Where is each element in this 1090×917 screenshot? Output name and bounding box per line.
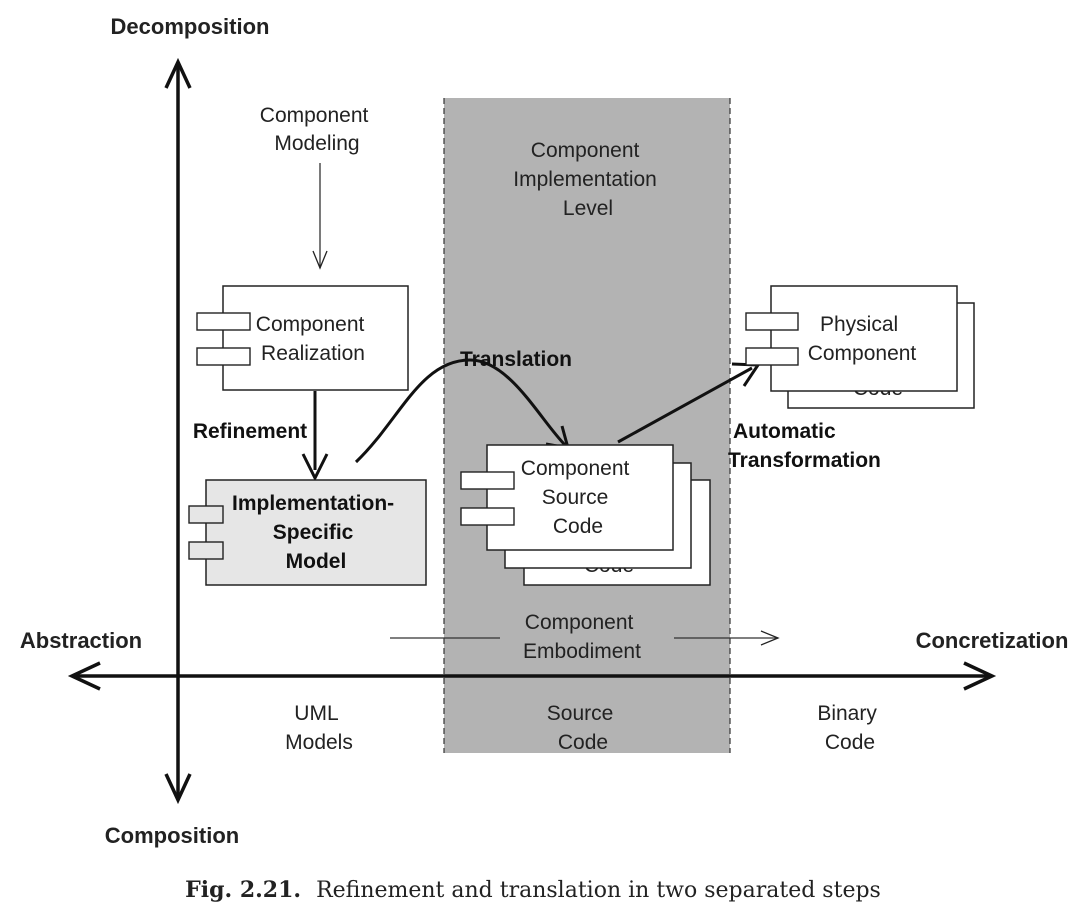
- component-realization-box: Component Realization: [196, 285, 409, 391]
- level-label: Component Implementation Level: [513, 139, 662, 220]
- caption-text: Refinement and translation in two separa…: [316, 878, 881, 903]
- port-icon: [460, 507, 515, 526]
- port-icon: [196, 312, 251, 331]
- refinement-label: Refinement: [193, 420, 307, 443]
- svg-text:Component Realization: Component Realization: [256, 313, 370, 365]
- column-label-source: Source Code: [547, 702, 619, 754]
- source-code-region: [444, 98, 730, 753]
- axis-label-abstraction: Abstraction: [20, 628, 142, 653]
- axis-label-decomposition: Decomposition: [111, 14, 270, 39]
- realization-label-line1: Component: [256, 313, 365, 336]
- svg-text:Implementation- Specific: Implementation- Specific Model: [232, 492, 400, 573]
- impl-model-line2: Specific: [273, 521, 354, 544]
- automatic-transformation-arrow: [617, 366, 753, 444]
- svg-text:Component Source C: Component Source Code: [521, 457, 635, 538]
- port-icon: [745, 312, 799, 331]
- source-code-line3: Code: [553, 515, 603, 538]
- svg-text:Physical Component: Physical Component: [808, 313, 917, 365]
- refinement-arrowhead: [301, 453, 329, 482]
- caption-prefix: Fig. 2.21.: [185, 877, 301, 903]
- column-label-uml: UML Models: [285, 702, 353, 754]
- automatic-transformation-label: Automatic Transformation: [728, 420, 881, 472]
- realization-label-line2: Realization: [261, 342, 365, 365]
- column-label-binary: Binary Code: [817, 702, 882, 754]
- modeling-label: Component Modeling: [260, 104, 374, 155]
- port-icon: [188, 541, 224, 560]
- translation-arrow: [354, 358, 568, 464]
- axis-label-concretization: Concretization: [916, 628, 1069, 653]
- axis-label-composition: Composition: [105, 823, 239, 848]
- source-code-line1: Component: [521, 457, 630, 480]
- physical-component-box: Code Physical Component: [745, 285, 975, 409]
- impl-model-line3: Model: [286, 550, 347, 573]
- vertical-axis: [164, 57, 192, 805]
- port-icon: [745, 347, 799, 366]
- implementation-specific-model-box: Implementation- Specific Model: [188, 479, 427, 586]
- component-source-code-box: Code Component Source Code: [460, 444, 711, 586]
- source-code-line2: Source: [542, 486, 609, 509]
- port-icon: [188, 505, 224, 524]
- translation-label: Translation: [460, 348, 572, 371]
- figure-caption: Fig. 2.21. Refinement and translation in…: [185, 877, 881, 903]
- impl-model-line1: Implementation-: [232, 492, 394, 515]
- port-icon: [196, 347, 251, 366]
- embodiment-label: Component Embodiment: [523, 611, 641, 663]
- horizontal-axis: [67, 661, 997, 691]
- physical-line1: Physical: [820, 313, 898, 336]
- automatic-transformation-arrowhead: [731, 362, 761, 387]
- physical-line2: Component: [808, 342, 917, 365]
- port-icon: [460, 471, 515, 490]
